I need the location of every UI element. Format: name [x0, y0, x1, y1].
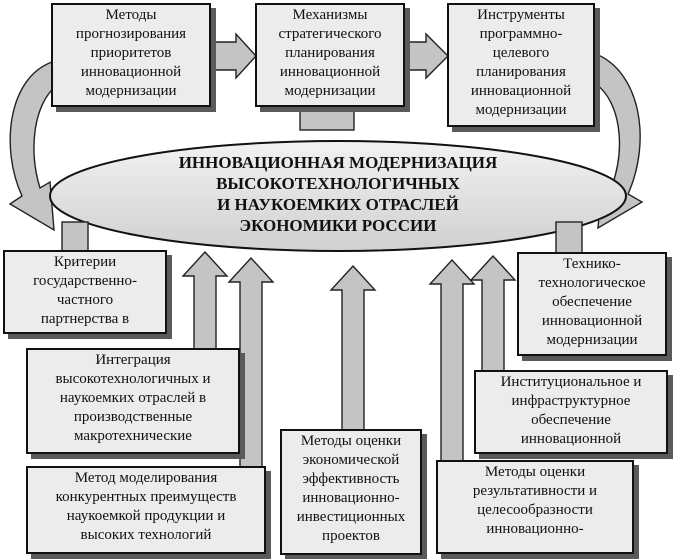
arrow-mechanisms-to-instruments — [403, 32, 449, 80]
arrow-up-evaluation — [329, 264, 377, 431]
box-criteria-partnership: Критерии государственно- частного партне… — [3, 250, 167, 334]
box-results-evaluation-methods: Методы оценки результативности и целесоо… — [436, 460, 634, 554]
box-forecasting-methods: Методы прогнозирования приоритетов иннов… — [51, 3, 211, 107]
center-ellipse — [49, 140, 627, 252]
arrow-up-institutional — [469, 254, 517, 373]
arrow-forecasting-to-mechanisms — [211, 32, 257, 80]
box-institutional-support: Институциональное и инфраструктурное обе… — [474, 370, 668, 454]
box-economic-efficiency-evaluation: Методы оценки экономической эффективност… — [280, 429, 422, 555]
box-modeling-competitive-advantages: Метод моделирования конкурентных преимущ… — [26, 466, 266, 554]
arrow-up-modeling — [227, 256, 275, 471]
box-technical-support: Технико- технологическое обеспечение инн… — [517, 252, 667, 356]
box-integration-industries: Интеграция высокотехнологичных и наукоем… — [26, 348, 240, 454]
arrow-up-integration — [181, 250, 229, 357]
left-curved-arrow — [8, 61, 57, 232]
criteria-connector — [61, 221, 89, 253]
arrow-up-results — [428, 258, 476, 463]
center-title: ИННОВАЦИОННАЯ МОДЕРНИЗАЦИЯ ВЫСОКОТЕХНОЛО… — [178, 153, 498, 235]
box-strategic-planning-mechanisms: Механизмы стратегического планирования и… — [255, 3, 405, 107]
mechanisms-connector — [299, 107, 355, 131]
box-program-planning-instruments: Инструменты программно- целевого планиро… — [447, 3, 595, 127]
